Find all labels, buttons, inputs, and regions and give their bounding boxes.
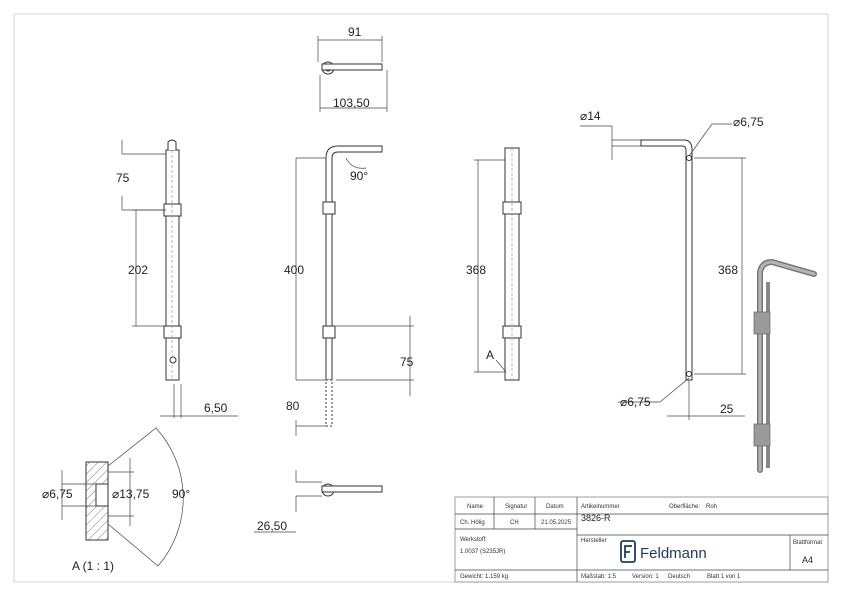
dim-right-25: 25 xyxy=(720,402,734,416)
detail-label: A (1 : 1) xyxy=(72,559,114,573)
tb-surface-value: Roh xyxy=(706,504,717,510)
front-view: 90° 400 75 80 26,50 xyxy=(254,145,414,533)
dim-top-total: 103,50 xyxy=(333,96,370,110)
feldmann-logo-icon xyxy=(620,540,636,563)
dim-side-368: 368 xyxy=(466,263,486,277)
dim-top-width: 91 xyxy=(348,25,362,39)
tb-signature-value: CH xyxy=(510,520,519,526)
tb-weight: Gewicht: 1.159 kg xyxy=(460,574,508,580)
tb-name-value: Ch. Hölig xyxy=(460,520,485,526)
dim-right-368: 368 xyxy=(718,263,738,277)
tb-material-label: Werkstoff: xyxy=(460,537,487,543)
tb-brand: Feldmann xyxy=(640,545,707,562)
dim-front-80: 80 xyxy=(286,399,300,413)
tb-header-date: Datum xyxy=(546,504,564,510)
dim-right-diam-14: ⌀14 xyxy=(580,109,601,123)
dim-right-diam-bottom: ⌀6,75 xyxy=(620,395,651,409)
tb-material-value: 1.0037 (S235JR) xyxy=(460,549,505,555)
dim-front-400: 400 xyxy=(284,263,304,277)
sheet-border xyxy=(13,13,829,583)
tb-scale: Maßstab: 1:5 xyxy=(581,574,617,580)
dim-front-75: 75 xyxy=(400,355,414,369)
tb-header-article: Artikelnummer xyxy=(581,504,620,510)
detail-view-a: ⌀6,75 ⌀13,75 90° A (1 : 1) xyxy=(42,427,190,573)
iso-view xyxy=(753,258,817,473)
left-side-view: 75 202 6,50 xyxy=(116,139,238,418)
dim-right-diam-top: ⌀6,75 xyxy=(733,115,764,129)
dim-front-angle: 90° xyxy=(350,169,368,183)
detail-diam-1375: ⌀13,75 xyxy=(112,487,150,501)
top-view: 91 103,50 xyxy=(317,25,388,112)
tb-article-value: 3826-R xyxy=(581,513,611,523)
tb-page: Blatt 1 von 1 xyxy=(707,574,741,580)
title-block: Name Signatur Datum Artikelnummer Oberfl… xyxy=(454,496,829,583)
right-view: ⌀14 ⌀6,75 368 ⌀6,75 25 xyxy=(580,109,764,420)
detail-angle: 90° xyxy=(172,487,190,501)
dim-left-202: 202 xyxy=(128,263,148,277)
dim-left-75: 75 xyxy=(116,171,130,185)
detail-diam-675: ⌀6,75 xyxy=(42,487,73,501)
tb-format-label: Blattformat xyxy=(793,540,822,546)
tb-manufacturer-label: Hersteller xyxy=(581,538,607,544)
section-view: 368 A xyxy=(466,147,522,381)
tb-header-signature: Signatur xyxy=(505,504,527,510)
tb-header-surface: Oberfläche: xyxy=(669,504,700,510)
tb-date-value: 21.05.2025 xyxy=(541,520,572,526)
tb-language: Deutsch xyxy=(668,574,690,580)
dim-left-thickness: 6,50 xyxy=(204,401,228,415)
section-label-a: A xyxy=(486,348,494,362)
tb-header-name: Name xyxy=(467,504,484,510)
tb-version: Version: 1 xyxy=(632,574,659,580)
dim-front-26: 26,50 xyxy=(257,519,287,533)
tb-format-value: A4 xyxy=(802,555,813,565)
